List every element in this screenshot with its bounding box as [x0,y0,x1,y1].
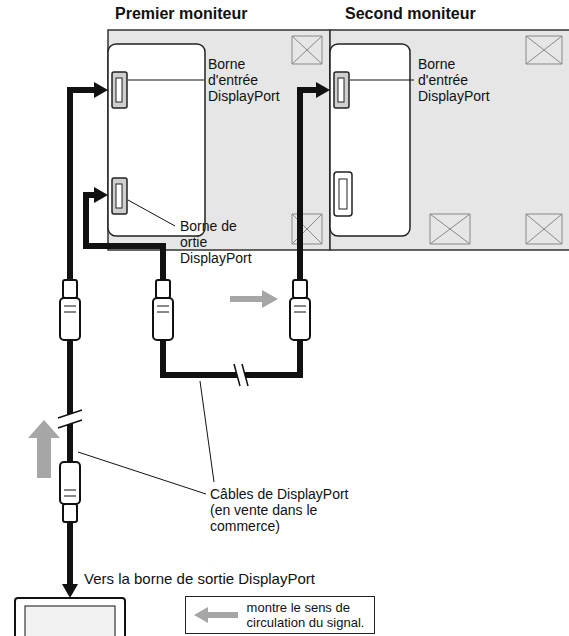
plug-head [156,280,170,298]
jack-slot [116,184,122,208]
mount-bracket [430,214,470,244]
port-label: Borne d'entrée DisplayPort [208,56,290,104]
signal-direction-arrow [230,290,278,308]
displayport-jack [112,72,127,108]
leader-line [350,80,414,81]
displayport-jack [334,172,352,216]
displayport-jack [112,178,127,214]
terminal-plate [330,44,410,236]
mount-bracket [292,36,322,64]
mount-bracket [526,36,562,64]
leader-line [128,200,175,226]
plug-grip [64,490,76,496]
port-label: Borne de ortie DisplayPort [180,218,242,266]
displayport-cable [86,90,316,375]
plug-body [153,298,173,340]
cable-break [234,364,248,386]
computer: Vers la borne de sortie DisplayPort [15,598,125,636]
leader-line [128,80,204,81]
port-label: Borne d'entrée DisplayPort [418,56,500,104]
plug-head [293,280,307,298]
plug-body [60,298,80,340]
computer-screen [25,606,115,636]
displayport-jack [334,72,349,108]
legend-entry: montre le sens de circulation du signal. [192,600,368,630]
monitor-heading: Second moniteur [345,5,476,23]
monitor-rear [330,30,569,250]
jack-slot [116,78,122,102]
leader-line [200,381,214,482]
cable-break [58,410,82,428]
cable-label: Câbles de DisplayPort (en vente dans le … [210,486,360,534]
computer-caption: Vers la borne de sortie DisplayPort [84,570,315,588]
cable-break-mark [58,410,82,428]
plug-grip [294,306,306,312]
monitor-heading: Premier moniteur [115,5,247,23]
signal-direction-arrow [28,420,60,478]
plug-head [63,280,77,298]
plug-grip [64,306,76,312]
plug-body [60,462,80,504]
monitor-rear [108,30,330,250]
jack-slot [339,179,347,209]
terminal-plate [108,44,205,236]
legend-text: montre le sens de circulation du signal. [247,600,368,630]
leader-line [78,452,206,494]
signal-direction-arrow [194,607,238,623]
legend-arrow-sample [192,606,239,624]
plug-head [63,504,77,522]
plug-body [290,298,310,340]
mount-bracket [526,214,562,244]
computer-monitor [15,598,125,636]
mount-bracket [292,214,322,244]
legend-box: montre le sens de circulation du signal. [185,596,375,634]
plug-grip [157,306,169,312]
jack-slot [338,78,344,102]
cable-break-mark [234,364,248,386]
